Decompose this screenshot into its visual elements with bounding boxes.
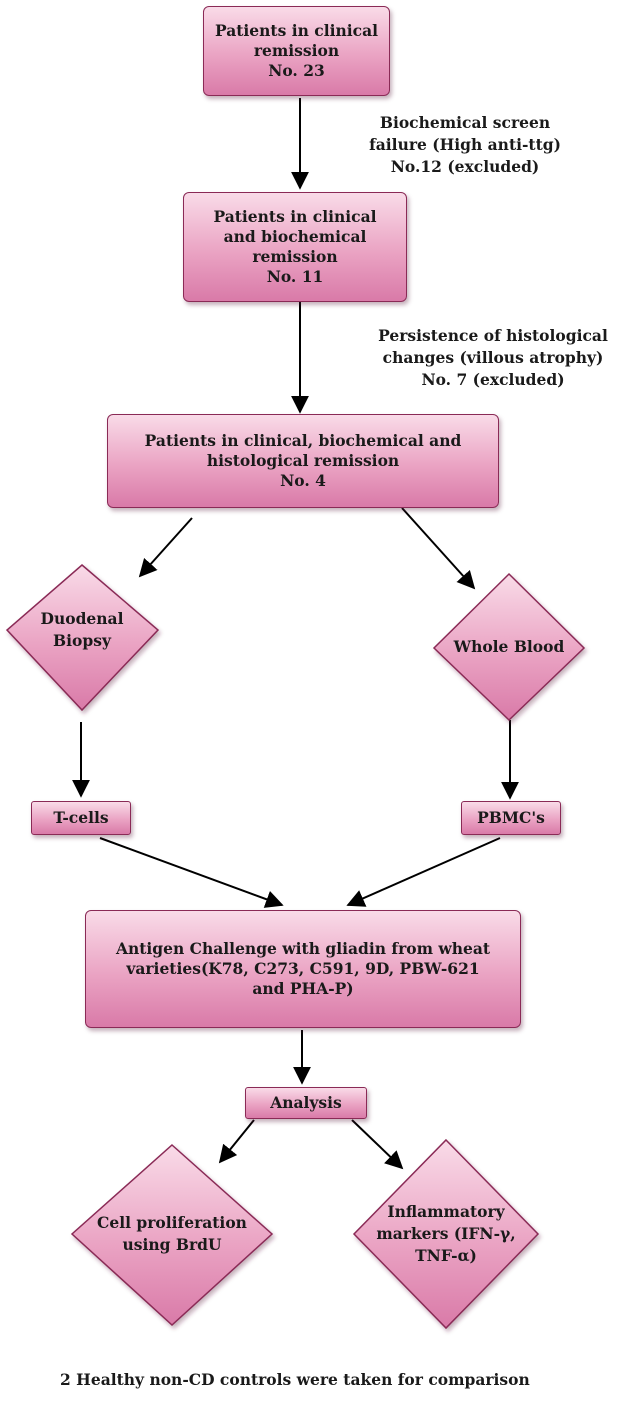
duodenal-biopsy-diamond [5, 564, 160, 712]
clinical-remission-line-2: remission [253, 41, 340, 60]
inflammatory-markers-diamond [352, 1138, 540, 1330]
analysis-box: Analysis [245, 1087, 367, 1119]
clinical-remission-line-3: No. 23 [268, 61, 325, 80]
biochemical-failure-line-2: failure (High anti-ttg) [369, 135, 561, 154]
antigen-challenge-line-1: Antigen Challenge with gliadin from whea… [115, 939, 491, 958]
clinical-biochemical-line-1: Patients in clinical [213, 207, 377, 226]
whole-blood-line-1: Whole Blood [453, 637, 565, 656]
t-cells-box: T-cells [31, 801, 131, 835]
t-cells-label: T-cells [53, 808, 109, 827]
duodenal-biopsy-line-1: Duodenal [40, 609, 124, 628]
histological-failure-line-3: No. 7 (excluded) [421, 370, 565, 389]
histological-failure-line-1: Persistence of histological [378, 326, 608, 345]
inflammatory-markers-line-2: markers (IFN-γ, [376, 1224, 516, 1243]
histological-remission-line-3: No. 4 [280, 471, 326, 490]
biochemical-failure-line-1: Biochemical screen [379, 113, 551, 132]
cell-proliferation-diamond [70, 1143, 274, 1327]
histological-remission-line-2: histological remission [206, 451, 400, 470]
arrow-analysis-to-inflammatory [351, 1119, 404, 1170]
clinical-biochemical-line-4: No. 11 [266, 267, 324, 286]
clinical-biochemical-line-2: and biochemical [223, 227, 367, 246]
whole-blood-label: Whole Blood [444, 636, 574, 658]
cell-proliferation-line-1: Cell proliferation [97, 1213, 247, 1232]
pbmc-label: PBMC's [477, 808, 545, 827]
pbmc-box: PBMC's [461, 801, 561, 835]
duodenal-biopsy-label: Duodenal Biopsy [22, 608, 142, 652]
cell-proliferation-label: Cell proliferation using BrdU [82, 1212, 262, 1256]
cell-proliferation-line-2: using BrdU [122, 1235, 222, 1254]
antigen-challenge-box: Antigen Challenge with gliadin from whea… [85, 910, 521, 1028]
arrow-analysis-to-cellprolif [218, 1119, 255, 1164]
arrow-histological-to-duodenal [138, 517, 193, 578]
inflammatory-markers-line-1: Inflammatory [387, 1202, 505, 1221]
antigen-challenge-line-3: and PHA-P) [252, 979, 354, 998]
histological-remission-line-1: Patients in clinical, biochemical and [144, 431, 462, 450]
clinical-remission-line-1: Patients in clinical [214, 21, 379, 40]
inflammatory-markers-label: Inflammatory markers (IFN-γ, TNF-α) [371, 1201, 521, 1267]
histological-failure-line-2: changes (villous atrophy) [382, 348, 604, 367]
arrow-pbmc-to-antigen [346, 837, 501, 907]
arrow-tcells-to-antigen [99, 837, 284, 908]
clinical-biochemical-remission-box: Patients in clinical and biochemical rem… [183, 192, 407, 302]
biochemical-failure-note: Biochemical screen failure (High anti-tt… [350, 112, 580, 178]
clinical-remission-box: Patients in clinical remission No. 23 [203, 6, 390, 96]
arrow-histological-to-wholeblood [401, 507, 476, 590]
inflammatory-markers-line-3: TNF-α) [415, 1246, 477, 1265]
analysis-label: Analysis [270, 1093, 342, 1112]
clinical-biochemical-line-3: remission [252, 247, 338, 266]
histological-remission-box: Patients in clinical, biochemical and hi… [107, 414, 499, 508]
whole-blood-diamond [432, 572, 586, 722]
footer-note: 2 Healthy non-CD controls were taken for… [60, 1370, 530, 1389]
duodenal-biopsy-line-2: Biopsy [53, 631, 111, 650]
antigen-challenge-line-2: varieties(K78, C273, C591, 9D, PBW-621 [126, 959, 480, 978]
biochemical-failure-line-3: No.12 (excluded) [390, 157, 540, 176]
histological-failure-note: Persistence of histological changes (vil… [358, 325, 628, 391]
